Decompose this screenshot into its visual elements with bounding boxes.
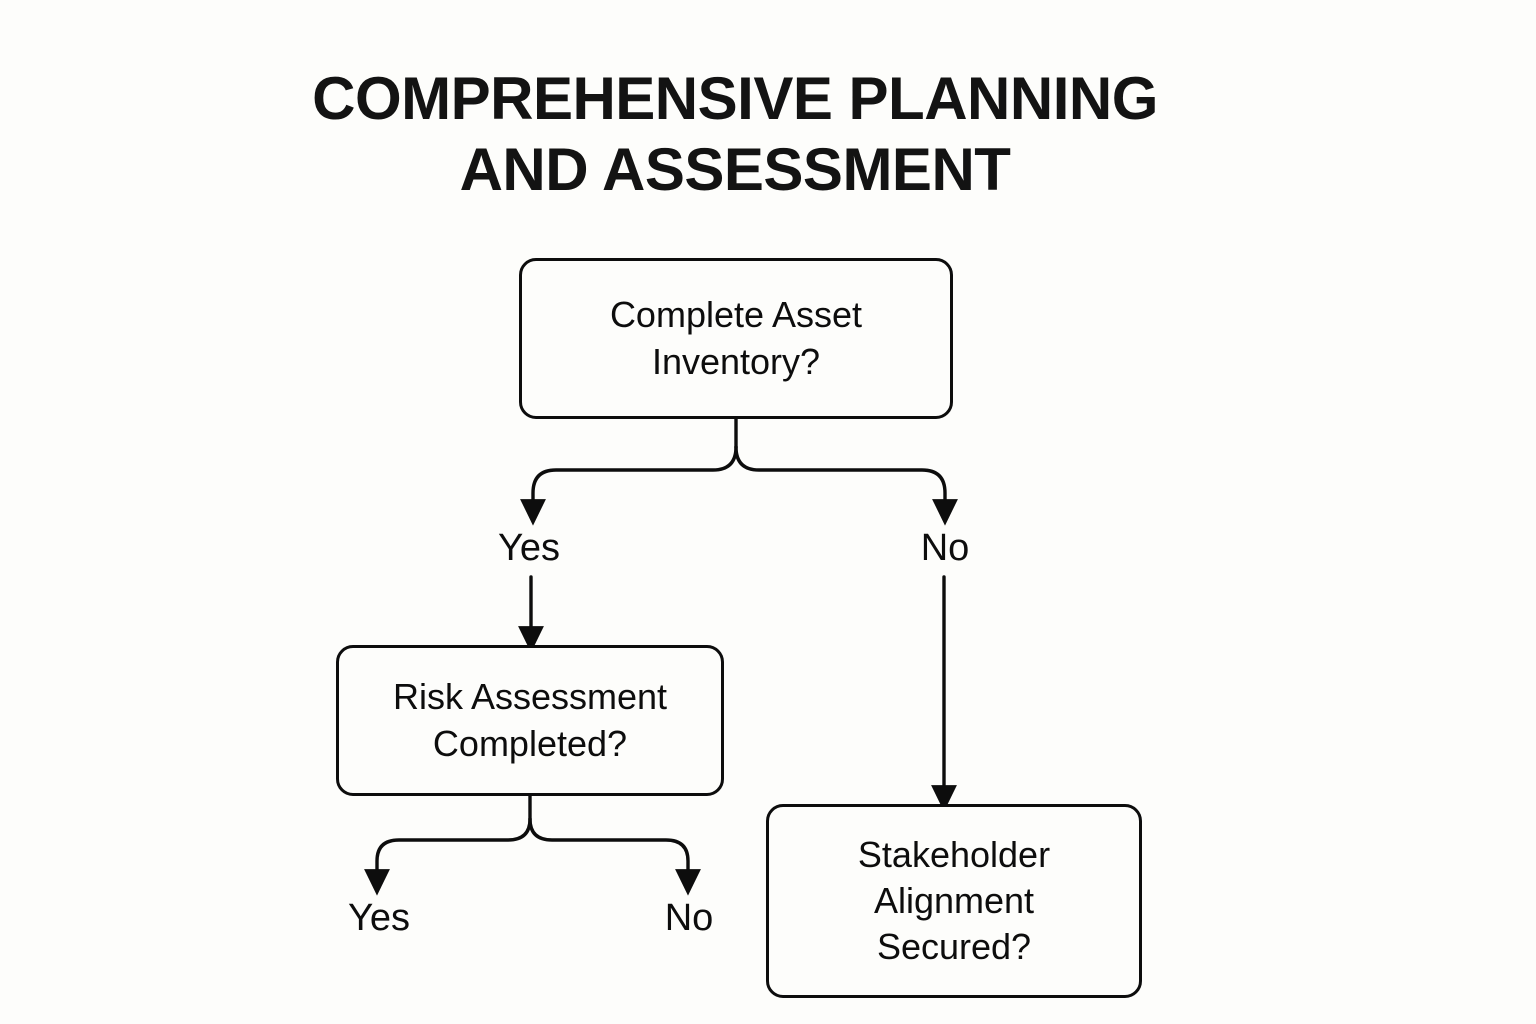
node-stakeholder-alignment-secured[interactable]: Stakeholder Alignment Secured? (766, 804, 1142, 998)
connector-asset-inventory-split (520, 417, 958, 526)
connector-risk-assessment-split (364, 794, 701, 896)
edge-label-risk-assessment-yes: Yes (348, 897, 410, 939)
node-complete-asset-inventory[interactable]: Complete Asset Inventory? (519, 258, 953, 419)
edge-label-asset-inventory-no: No (920, 527, 970, 569)
edge-label-risk-assessment-no: No (664, 897, 714, 939)
node-risk-assessment-completed[interactable]: Risk Assessment Completed? (336, 645, 724, 796)
edge-label-asset-inventory-yes: Yes (498, 527, 560, 569)
page-title: COMPREHENSIVE PLANNING AND ASSESSMENT (312, 65, 1158, 203)
